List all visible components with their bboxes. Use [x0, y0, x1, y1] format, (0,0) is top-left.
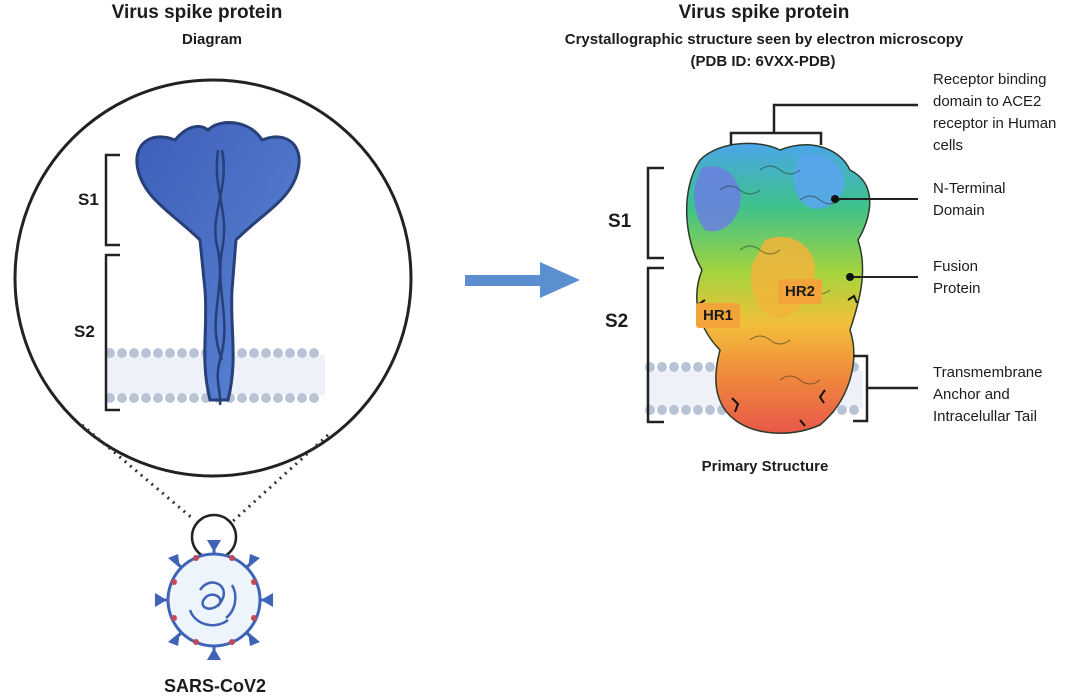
bracket-transmembrane [853, 354, 918, 423]
annotation-rbd: Receptor binding domain to ACE2 receptor… [933, 71, 1057, 154]
s2-label-left: S2 [74, 322, 95, 341]
left-subtitle: Diagram [181, 31, 243, 48]
hr1-badge: HR1 [696, 303, 741, 328]
primary-structure-caption: Primary Structure [701, 458, 829, 475]
bracket-s1-right [646, 166, 664, 260]
bracket-s2-right [646, 266, 664, 424]
zoom-lines [81, 423, 330, 524]
right-title: Virus spike protein [678, 2, 850, 23]
spike-protein-diagram [135, 121, 301, 406]
hr2-badge: HR2 [778, 279, 823, 304]
virus-label: SARS-CoV2 [163, 676, 267, 696]
right-subtitle: Crystallographic structure seen by elect… [564, 31, 964, 48]
annotation-fusion: Fusion Protein [933, 258, 981, 297]
bracket-rbd [729, 103, 918, 145]
pdb-id: (PDB ID: 6VXX-PDB) [690, 53, 836, 70]
transition-arrow [465, 262, 580, 298]
pointer-ntd [831, 195, 918, 203]
s2-label-right: S2 [605, 311, 629, 332]
pointer-fusion [846, 273, 918, 281]
annotation-transmembrane: Transmembrane Anchor and Intracelullar T… [933, 364, 1043, 425]
left-title: Virus spike protein [111, 2, 283, 23]
s1-label-left: S1 [78, 190, 99, 209]
bracket-s2-left [104, 253, 120, 412]
s1-label-right: S1 [608, 211, 632, 232]
bracket-s1-left [104, 153, 120, 247]
sars-cov2-virus-icon [155, 540, 273, 660]
annotation-ntd: N-Terminal Domain [933, 180, 1006, 219]
